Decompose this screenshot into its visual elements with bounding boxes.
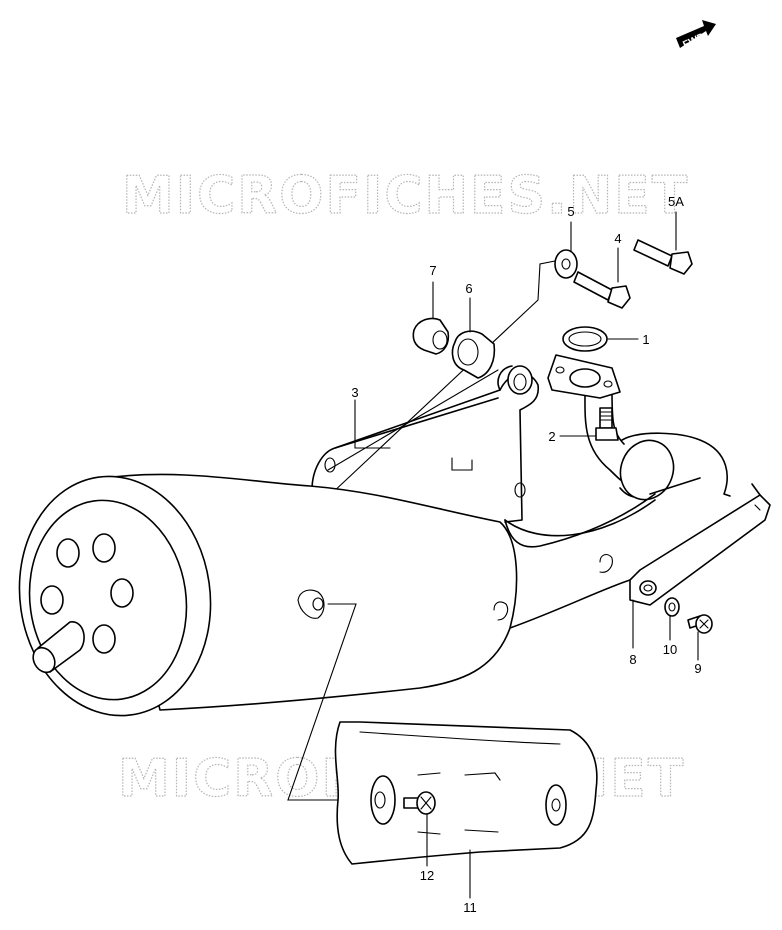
assembly-line-6 — [327, 369, 499, 471]
washer-5 — [554, 249, 578, 279]
washer-10 — [664, 597, 680, 617]
fwd-arrow-icon: FWD — [676, 20, 716, 51]
callout-1: 1 — [642, 332, 649, 347]
muffler-bracket — [311, 365, 540, 523]
callout-2: 2 — [548, 429, 555, 444]
bolt-4 — [573, 271, 631, 309]
assembly-line-11 — [287, 603, 357, 801]
collar-7 — [412, 317, 450, 355]
callout-3: 3 — [351, 385, 358, 400]
callout-4: 4 — [614, 231, 621, 246]
watermark-top: MICROFICHES.NET — [122, 166, 689, 226]
callout-10: 10 — [663, 642, 677, 657]
bolt-5a — [633, 239, 693, 275]
callout-9: 9 — [694, 661, 701, 676]
exhaust-pipe — [504, 391, 731, 548]
callout-12: 12 — [420, 868, 434, 883]
bolt-2 — [595, 407, 619, 441]
callout-6: 6 — [465, 281, 472, 296]
callout-5: 5 — [567, 204, 574, 219]
screw-12 — [403, 791, 436, 815]
assembly-line-5 — [329, 259, 561, 496]
gasket-ring — [562, 326, 608, 352]
callout-7: 7 — [429, 263, 436, 278]
callout-5a: 5A — [668, 194, 684, 209]
callout-11: 11 — [463, 900, 477, 915]
callout-8: 8 — [629, 652, 636, 667]
screw-9 — [687, 614, 713, 634]
exhaust-flange — [547, 354, 621, 399]
heat-shield — [334, 721, 598, 865]
bushing-6 — [451, 330, 496, 379]
leader-lines — [354, 211, 699, 899]
muffler-body — [18, 473, 656, 717]
